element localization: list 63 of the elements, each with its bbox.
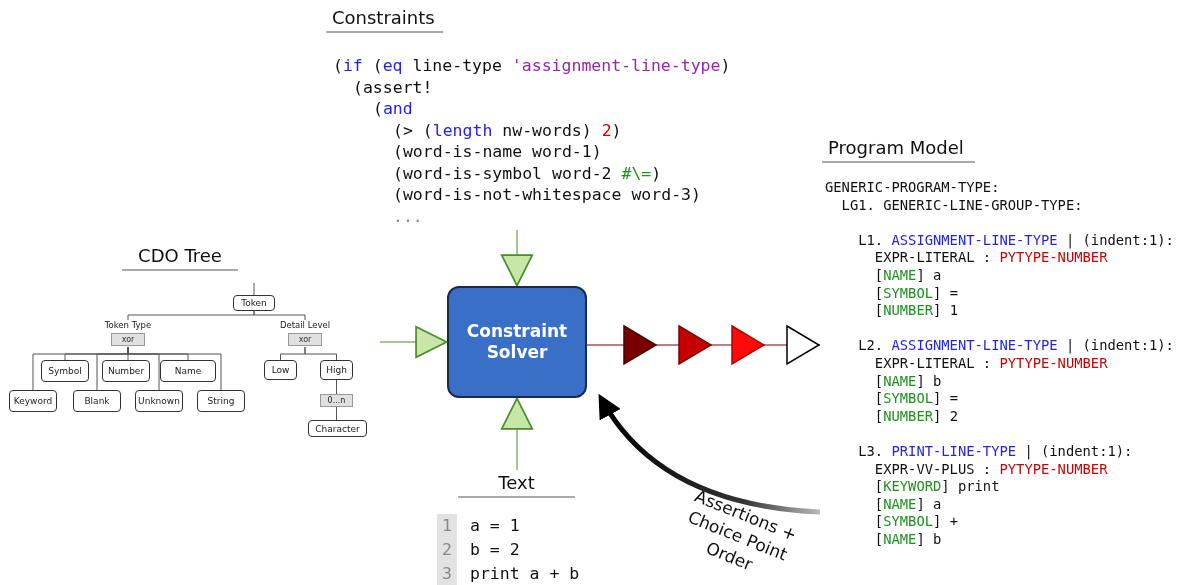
tree-node-box: Number — [102, 360, 150, 382]
solver-box: Constraint Solver — [447, 286, 587, 398]
code-line: [SYMBOL] = — [874, 390, 958, 408]
xor-box: xor — [288, 333, 322, 346]
tree-node-box: Character — [308, 420, 367, 437]
chevron-arrow — [586, 324, 821, 366]
section-heading: Program Model — [822, 137, 975, 163]
code-line: EXPR-LITERAL : PYTYPE-NUMBER — [874, 355, 1108, 373]
xor-box: xor — [111, 333, 145, 346]
code-line: (word-is-name word-1) — [393, 141, 602, 163]
code-line: print a + b — [470, 563, 580, 585]
line-number: 3 — [437, 562, 457, 585]
code-line: (word-is-symbol word-2 #\=) — [393, 162, 662, 184]
code-line: [NAME] a — [874, 267, 942, 285]
tree-node-box: Symbol — [41, 360, 89, 382]
tree-node-box: Keyword — [9, 390, 57, 412]
triangle-arrow — [500, 229, 534, 287]
code-line: EXPR-VV-PLUS : PYTYPE-NUMBER — [874, 460, 1108, 479]
tree-node-box: String — [197, 390, 245, 412]
section-heading: CDO Tree — [122, 245, 238, 271]
code-line: [NUMBER] 1 — [874, 302, 958, 320]
group-label: Token Type — [103, 320, 153, 332]
code-line: LG1. GENERIC-LINE-GROUP-TYPE: — [841, 196, 1083, 215]
line-number: 1 — [437, 514, 457, 538]
triangle-arrow — [500, 397, 534, 471]
line-number: 2 — [437, 538, 457, 562]
code-line: b = 2 — [470, 539, 520, 561]
code-line: (assert! — [353, 76, 433, 98]
section-heading: Constraints — [326, 7, 443, 33]
tree-node-box: Blank — [73, 390, 121, 412]
tree-connector — [336, 406, 337, 421]
curved-arrow — [598, 393, 821, 515]
tree-node-box: Name — [160, 360, 216, 382]
code-line: (> (length nw-words) 2) — [393, 119, 622, 141]
code-line: [NAME] b — [874, 531, 942, 549]
code-line: L1. ASSIGNMENT-LINE-TYPE | (indent:1): — [858, 231, 1174, 250]
multiplicity-box: 0...n — [320, 394, 353, 407]
code-line: (and — [373, 98, 413, 120]
group-label: Detail Level — [278, 320, 332, 332]
code-line: ... — [393, 205, 423, 227]
tree-connector — [304, 346, 337, 361]
section-heading: Text — [458, 472, 575, 498]
code-line: (if (eq line-type 'assignment-line-type) — [333, 55, 731, 77]
code-line: L2. ASSIGNMENT-LINE-TYPE | (indent:1): — [858, 337, 1174, 355]
tree-node-box: Token — [233, 295, 275, 311]
code-line: [SYMBOL] = — [874, 284, 958, 303]
tree-connector — [253, 282, 255, 296]
triangle-arrow — [379, 325, 448, 359]
code-line: (word-is-not-whitespace word-3) — [393, 184, 701, 206]
tree-connector — [336, 379, 337, 395]
code-line: EXPR-LITERAL : PYTYPE-NUMBER — [874, 249, 1108, 267]
tree-node-box: Low — [264, 360, 297, 380]
tree-connector — [253, 310, 306, 321]
tree-node-box: Unknown — [135, 390, 183, 412]
code-line: a = 1 — [470, 515, 520, 537]
code-line: [NAME] b — [874, 372, 942, 391]
tree-node-box: High — [320, 360, 353, 380]
code-line: [SYMBOL] + — [874, 513, 958, 531]
code-line: L3. PRINT-LINE-TYPE | (indent:1): — [858, 443, 1133, 461]
code-line: [NAME] a — [874, 495, 942, 514]
code-line: GENERIC-PROGRAM-TYPE: — [825, 179, 1000, 197]
code-line: [NUMBER] 2 — [874, 407, 958, 426]
code-line: [KEYWORD] print — [874, 478, 1000, 496]
